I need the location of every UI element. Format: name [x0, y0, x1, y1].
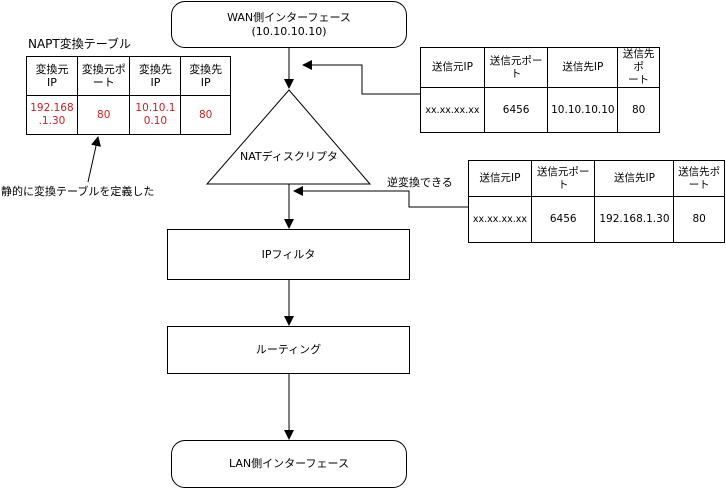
packet-in-header-src-ip: 送信元IP	[420, 47, 485, 88]
ip-filter-box: IPフィルタ	[167, 229, 410, 280]
napt-header-src-port: 変換元ポ ート	[76, 56, 131, 96]
packet-in-table: 送信元IP 送信元ポー ト 送信先IP 送信先ポ ート xx.xx.xx.xx …	[420, 47, 660, 133]
packet-out-header-dst-ip: 送信先IP	[594, 160, 675, 197]
napt-cell-dst-port: 80	[180, 95, 231, 135]
wan-interface-title: WAN側インターフェース	[227, 10, 351, 24]
napt-table-title: NAPT変換テーブル	[28, 37, 132, 51]
ip-filter-label: IPフィルタ	[261, 247, 316, 261]
packet-in-header-dst-port: 送信先ポ ート	[617, 47, 660, 88]
lan-interface-label: LAN側インターフェース	[229, 457, 349, 470]
routing-label: ルーティング	[255, 343, 322, 356]
packet-in-header-dst-ip: 送信先IP	[547, 47, 619, 88]
packet-out-cell-dst-port: 80	[673, 196, 725, 243]
packet-in-header-src-port: 送信元ポー ト	[483, 47, 549, 88]
packet-out-cell-src-ip: xx.xx.xx.xx	[468, 196, 532, 243]
lan-interface-box: LAN側インターフェース	[171, 440, 407, 488]
packet-in-cell-dst-ip: 10.10.10.10	[547, 87, 619, 133]
napt-cell-dst-ip: 10.10.1 0.10	[129, 95, 182, 135]
napt-header-src-ip: 変換元 IP	[26, 56, 78, 96]
packet-out-header-src-ip: 送信元IP	[468, 160, 532, 197]
packet-in-cell-src-ip: xx.xx.xx.xx	[420, 87, 485, 133]
packet-out-table: 送信元IP 送信元ポー ト 送信先IP 送信先ポ ート xx.xx.xx.xx …	[468, 160, 725, 243]
packet-out-cell-dst-ip: 192.168.1.30	[594, 196, 675, 243]
napt-table: 変換元 IP 変換元ポ ート 変換先 IP 変換先 IP 192.168 .1.…	[26, 56, 231, 135]
napt-cell-src-port: 80	[76, 95, 131, 135]
napt-cell-src-ip: 192.168 .1.30	[26, 95, 78, 135]
connector-packet-in	[302, 60, 420, 95]
napt-header-dst-ip: 変換先 IP	[129, 56, 182, 96]
wan-interface-box: WAN側インターフェース (10.10.10.10)	[171, 1, 407, 48]
reverse-translation-label: 逆変換できる	[387, 176, 453, 189]
packet-in-cell-src-port: 6456	[483, 87, 549, 133]
nat-descriptor-label: NATディスクリプタ	[240, 150, 338, 163]
connector-packet-out	[293, 186, 468, 208]
routing-box: ルーティング	[167, 326, 410, 374]
packet-in-cell-dst-port: 80	[617, 87, 660, 133]
napt-header-dst-port: 変換先 IP	[180, 56, 231, 96]
wan-interface-ip: (10.10.10.10)	[251, 24, 327, 38]
packet-out-cell-src-port: 6456	[530, 196, 596, 243]
arrow-note-to-napt	[87, 136, 101, 183]
packet-out-header-src-port: 送信元ポー ト	[530, 160, 596, 197]
packet-out-header-dst-port: 送信先ポ ート	[673, 160, 725, 197]
napt-note: 静的に変換テーブルを定義した	[1, 185, 155, 198]
nat-triangle	[205, 89, 372, 185]
